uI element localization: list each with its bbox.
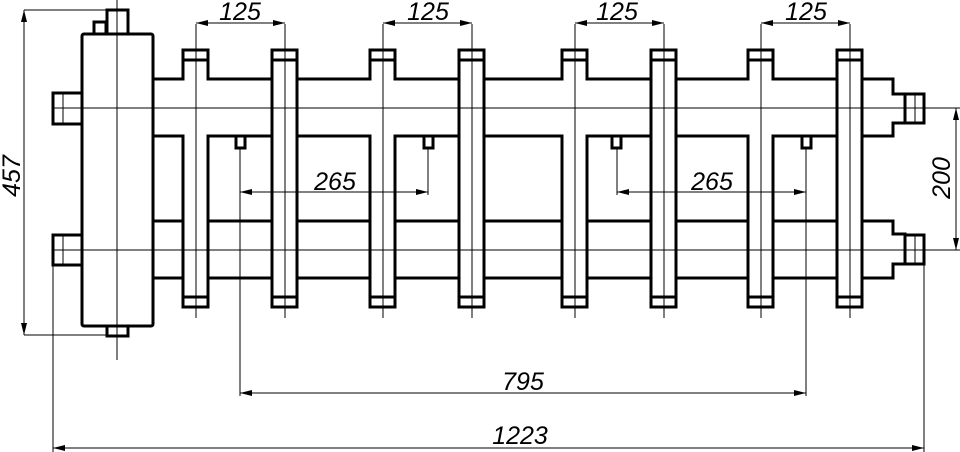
right-end-connections (903, 92, 926, 266)
dimension-795: 795 (240, 368, 806, 396)
dimension-125-3: 125 (575, 0, 664, 26)
dimension-125-4: 125 (761, 0, 850, 26)
dimension-label: 200 (928, 157, 956, 200)
dimension-label: 125 (596, 0, 638, 26)
dimension-label: 457 (0, 154, 26, 197)
dimension-457: 457 (0, 9, 107, 336)
dimension-label: 125 (785, 0, 827, 26)
dimension-1223: 1223 (52, 264, 925, 452)
centerlines (53, 0, 953, 360)
dimension-label: 265 (313, 168, 356, 196)
dimension-label: 125 (407, 0, 449, 26)
dimension-125-1: 125 (196, 0, 285, 26)
dimension-label: 1223 (492, 422, 548, 450)
dimension-label: 125 (219, 0, 261, 26)
dimension-label: 265 (690, 168, 733, 196)
manifold-body (151, 48, 926, 309)
dimension-265-2: 265 (616, 148, 807, 396)
dimension-125-2: 125 (383, 0, 472, 26)
dimension-label: 795 (502, 368, 544, 396)
dimension-265-1: 265 (239, 148, 429, 396)
dimension-200: 200 (924, 107, 960, 251)
hydraulic-separator (51, 8, 155, 338)
